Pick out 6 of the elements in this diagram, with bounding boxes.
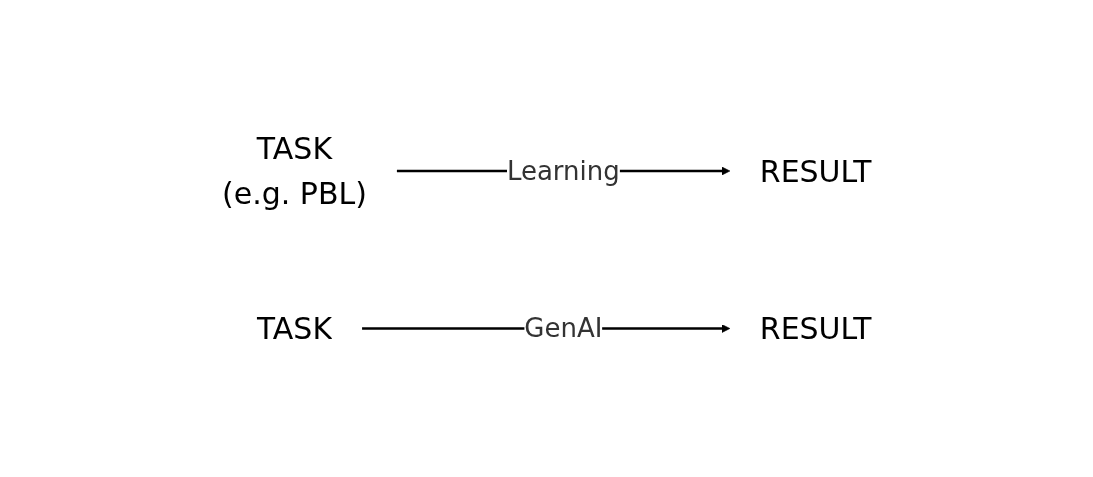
node-text: RESULT [759, 311, 872, 346]
node-text: TASK [256, 311, 332, 346]
node-text: TASK (e.g. PBL) [221, 131, 367, 211]
node-text: RESULT [759, 153, 872, 189]
edge-label: Learning [506, 155, 620, 186]
edge-label: GenAI [524, 313, 603, 343]
